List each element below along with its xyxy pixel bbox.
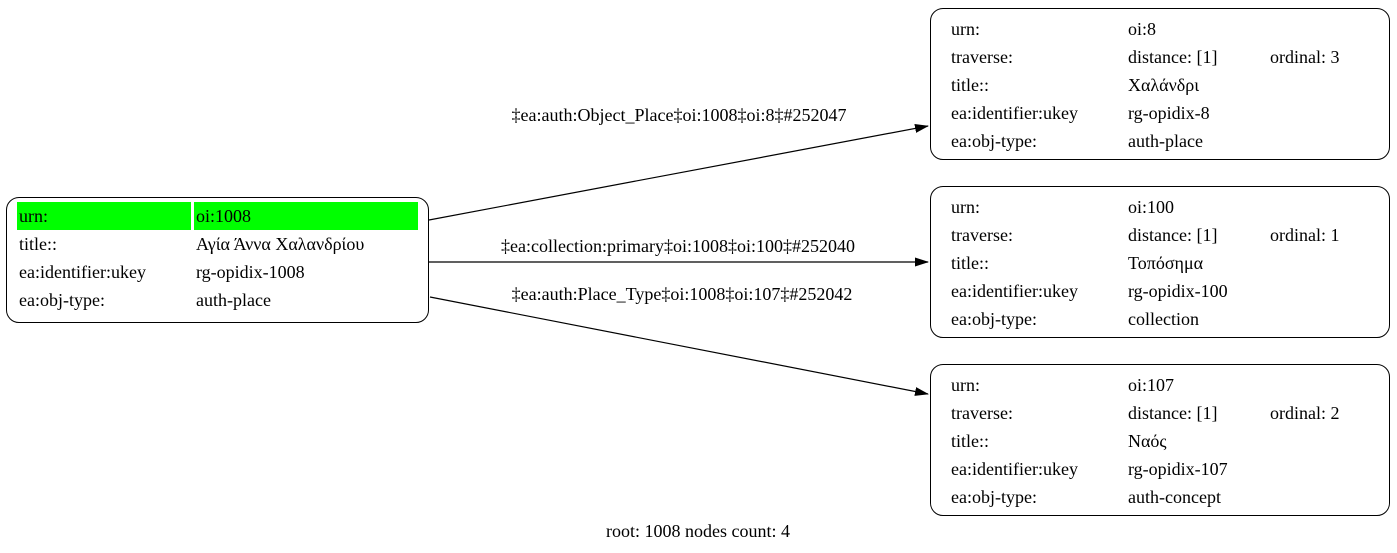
row-value: Χαλάνδρι [1128,75,1200,95]
row-value: oi:1008 [194,202,418,230]
node-row-identifier: ea:identifier:ukey rg-opidix-1008 [17,258,418,286]
row-key: ea:obj-type: [19,290,105,310]
row-value: distance: [1] ordinal: 2 [1126,399,1377,427]
row-key: ea:identifier:ukey [19,262,146,282]
row-value: auth-concept [1128,487,1221,507]
row-value: collection [1128,309,1199,329]
row-key: title:: [951,253,989,273]
node-row-traverse: traverse: distance: [1] ordinal: 2 [949,399,1377,427]
node-row-obj-type: ea:obj-type: auth-place [949,127,1377,155]
row-key: title:: [951,75,989,95]
row-key: ea:obj-type: [951,309,1037,329]
row-value: auth-place [1128,131,1203,151]
row-value: rg-opidix-1008 [196,262,305,282]
row-key: ea:identifier:ukey [951,281,1078,301]
distance-value: distance: [1] [1128,225,1218,245]
row-key: urn: [951,197,980,217]
ordinal-value: ordinal: 3 [1270,47,1340,67]
row-value: oi:100 [1128,197,1175,217]
node-oi-107: urn: oi:107 traverse: distance: [1] ordi… [930,364,1390,516]
row-key: ea:obj-type: [951,487,1037,507]
node-row-title: title:: Ναός [949,427,1377,455]
ordinal-value: ordinal: 2 [1270,403,1340,423]
row-key: title:: [951,431,989,451]
edge-label-place-type: ‡ea:auth:Place_Type‡oi:1008‡oi:107‡#2520… [511,284,853,305]
row-value: oi:107 [1128,375,1175,395]
node-oi-8: urn: oi:8 traverse: distance: [1] ordina… [930,8,1390,160]
node-row-title: title:: Τοπόσημα [949,249,1377,277]
node-row-urn: urn: oi:107 [949,371,1377,399]
row-key: traverse: [951,225,1013,245]
ordinal-value: ordinal: 1 [1270,225,1340,245]
row-key: title:: [19,234,57,254]
edge-label-object-place: ‡ea:auth:Object_Place‡oi:1008‡oi:8‡#2520… [511,105,847,126]
node-row-obj-type: ea:obj-type: collection [949,305,1377,333]
node-oi-100: urn: oi:100 traverse: distance: [1] ordi… [930,186,1390,338]
node-row-identifier: ea:identifier:ukey rg-opidix-100 [949,277,1377,305]
row-value: Ναός [1128,431,1167,451]
row-key: traverse: [951,403,1013,423]
row-value: rg-opidix-8 [1128,103,1210,123]
row-value: Τοπόσημα [1128,253,1204,273]
node-row-obj-type: ea:obj-type: auth-concept [949,483,1377,511]
node-row-urn: urn: oi:8 [949,15,1377,43]
row-key: urn: [17,202,191,230]
node-row-traverse: traverse: distance: [1] ordinal: 1 [949,221,1377,249]
node-row-obj-type: ea:obj-type: auth-place [17,286,418,314]
row-value: rg-opidix-107 [1128,459,1228,479]
row-value: distance: [1] ordinal: 1 [1126,221,1377,249]
row-value: distance: [1] ordinal: 3 [1126,43,1377,71]
row-key: urn: [951,19,980,39]
node-row-urn: urn: oi:100 [949,193,1377,221]
row-key: ea:identifier:ukey [951,459,1078,479]
edge-label-collection-primary: ‡ea:collection:primary‡oi:1008‡oi:100‡#2… [501,236,855,257]
row-key: ea:identifier:ukey [951,103,1078,123]
distance-value: distance: [1] [1128,403,1218,423]
node-row-identifier: ea:identifier:ukey rg-opidix-107 [949,455,1377,483]
row-key: urn: [951,375,980,395]
graph-caption: root: 1008 nodes count: 4 [606,521,790,541]
node-row-traverse: traverse: distance: [1] ordinal: 3 [949,43,1377,71]
row-key: ea:obj-type: [951,131,1037,151]
distance-value: distance: [1] [1128,47,1218,67]
edge-line-object-place [428,123,929,221]
edge-line-place-type [429,296,929,396]
row-key: traverse: [951,47,1013,67]
row-value: Αγία Άννα Χαλανδρίου [196,234,365,254]
row-value: rg-opidix-100 [1128,281,1228,301]
row-value: oi:8 [1128,19,1157,39]
row-value: auth-place [196,290,271,310]
node-oi-1008: urn: oi:1008 title:: Αγία Άννα Χαλανδρίο… [6,197,429,323]
node-row-title: title:: Αγία Άννα Χαλανδρίου [17,230,418,258]
node-row-urn: urn: oi:1008 [17,202,418,230]
node-row-title: title:: Χαλάνδρι [949,71,1377,99]
node-row-identifier: ea:identifier:ukey rg-opidix-8 [949,99,1377,127]
